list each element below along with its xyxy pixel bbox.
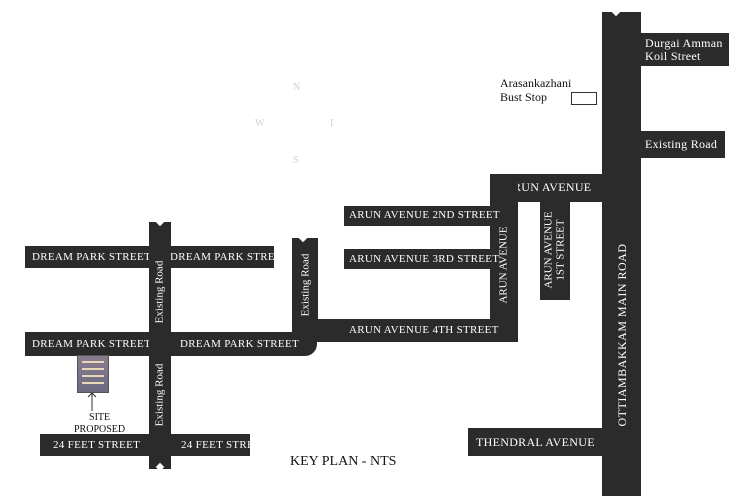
durgai-amman-koil-street: [641, 33, 729, 66]
arun-avenue-3rd-street: [344, 249, 490, 269]
dream-park-street-middle: [25, 332, 317, 356]
site-arrow-icon: [87, 392, 97, 411]
compass-south: S: [293, 155, 299, 166]
existing-road-right: [641, 131, 725, 158]
site-building-image: [77, 355, 109, 393]
existing-road-connector: [292, 238, 318, 342]
key-plan-title: KEY PLAN - NTS: [290, 454, 397, 469]
existing-road-right-label: Existing Road: [645, 137, 718, 151]
ottiambakkam-main-road-label: OTTIAMBAKKAM MAIN ROAD: [615, 243, 629, 427]
arun-avenue-4th-street-label: ARUN AVENUE 4TH STREET: [349, 324, 499, 336]
existing-road-upper-label: Existing Road: [153, 260, 166, 324]
arun-avenue-vertical: [490, 174, 518, 342]
arun-avenue-1st-street-label: ARUN AVENUE 1ST STREET: [542, 211, 566, 289]
thendral-avenue: [468, 428, 602, 456]
arun-avenue-4th-street: [316, 319, 518, 342]
thendral-avenue-label: THENDRAL AVENUE: [476, 435, 595, 449]
existing-road-left-vertical: [149, 222, 171, 469]
compass-west: W: [255, 118, 265, 129]
arun-avenue-2nd-street-label: ARUN AVENUE 2ND STREET: [349, 209, 500, 221]
ottiambakkam-main-road: [602, 12, 641, 496]
durgai-amman-koil-street-label: Durgai Amman Koil Street: [645, 36, 723, 64]
dream-park-street-mid-right-label: DREAM PARK STREET: [180, 338, 299, 350]
compass-north: N: [293, 82, 301, 93]
existing-road-lower-label: Existing Road: [153, 363, 166, 427]
arun-avenue-3rd-street-label: ARUN AVENUE 3RD STREET: [349, 253, 500, 265]
dream-park-street-mid-left-label: DREAM PARK STREET: [32, 338, 151, 350]
bus-stop-label: Arasankazhani Bust Stop: [500, 76, 572, 105]
site-proposed-label: SITE PROPOSED: [74, 412, 126, 435]
bus-stop-marker: [571, 92, 597, 105]
dream-park-street-top-right-label: DREAM PARK STREET: [170, 251, 289, 263]
arun-avenue-1st-street: [540, 202, 570, 300]
24-feet-street: [40, 434, 250, 456]
arun-avenue-vertical-label: ARUN AVENUE: [497, 226, 510, 304]
existing-road-connector-label: Existing Road: [299, 253, 312, 317]
arun-avenue-2nd-street: [344, 206, 490, 226]
24-feet-street-left-label: 24 FEET STREET: [53, 439, 141, 451]
dream-park-street-top-left-label: DREAM PARK STREET: [32, 251, 151, 263]
arun-avenue-top-label: ARUN AVENUE: [504, 180, 592, 194]
compass-east: I: [330, 118, 334, 129]
24-feet-street-right-label: 24 FEET STREET: [181, 439, 269, 451]
